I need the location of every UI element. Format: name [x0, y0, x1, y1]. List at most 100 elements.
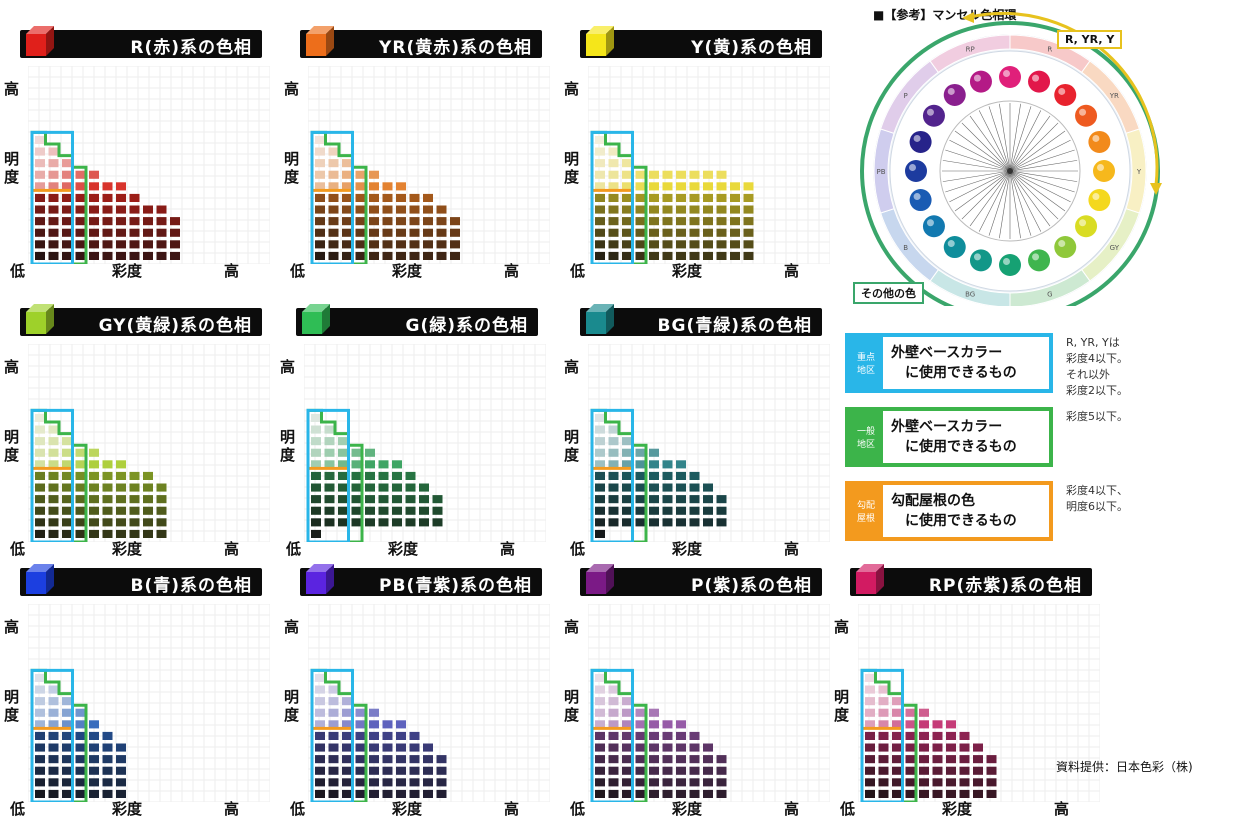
legend-text: 外壁ベースカラー に使用できるもの	[891, 345, 1017, 381]
color-chip	[89, 471, 99, 480]
color-chip	[662, 471, 673, 480]
color-chip	[369, 205, 379, 214]
hue-band-label: BG	[965, 291, 975, 299]
color-chip	[342, 228, 352, 237]
color-chip	[342, 170, 352, 179]
hue-ball	[1028, 70, 1051, 93]
hue-ball	[969, 249, 992, 272]
hue-spoke	[945, 149, 1011, 172]
color-chip	[35, 471, 45, 480]
color-chip	[622, 193, 632, 202]
color-chip	[865, 697, 875, 706]
hue-ball	[922, 215, 945, 238]
color-chip	[743, 205, 754, 214]
color-chip	[392, 506, 402, 515]
hue-spoke	[969, 115, 1011, 172]
color-chip	[409, 731, 420, 740]
color-chip	[608, 425, 619, 434]
color-chip	[311, 483, 321, 492]
color-chip	[143, 217, 153, 226]
color-chip	[129, 251, 140, 260]
color-chip	[382, 778, 393, 787]
axis-label-chroma-high: 高	[1054, 800, 1070, 818]
color-chip	[662, 483, 673, 492]
color-chip	[355, 193, 366, 202]
color-chip	[102, 506, 113, 515]
color-chip	[62, 708, 72, 717]
color-chip	[595, 460, 605, 469]
color-chip	[919, 789, 929, 798]
color-chip	[75, 755, 86, 764]
color-chip	[75, 471, 86, 480]
color-chip	[595, 766, 605, 775]
color-chip	[919, 766, 929, 775]
color-chip	[405, 483, 416, 492]
color-chip	[689, 731, 700, 740]
color-chip	[315, 731, 325, 740]
color-chip	[905, 708, 916, 717]
color-chip	[35, 743, 45, 752]
color-chip	[351, 506, 362, 515]
hue-ball	[999, 66, 1021, 88]
color-chip	[689, 228, 700, 237]
color-chip	[662, 182, 673, 191]
color-chip	[716, 217, 727, 226]
color-chip	[62, 755, 72, 764]
color-chip	[450, 217, 460, 226]
hue-ball	[909, 130, 932, 153]
color-chip	[423, 755, 433, 764]
color-chip	[635, 193, 646, 202]
axis-label-chroma-high: 高	[224, 540, 240, 558]
color-chip	[48, 159, 59, 168]
color-chip	[129, 205, 140, 214]
hue-ball	[969, 70, 992, 93]
outline-priority-district	[30, 130, 74, 264]
color-chip	[62, 460, 72, 469]
color-chip	[89, 506, 99, 515]
color-chip	[378, 518, 389, 527]
color-chip	[409, 205, 420, 214]
color-chip	[716, 518, 727, 527]
color-chip	[635, 448, 646, 457]
color-chip	[649, 518, 659, 527]
color-chip	[878, 755, 889, 764]
color-chip	[48, 437, 59, 446]
color-chip	[716, 778, 727, 787]
color-chip	[436, 228, 447, 237]
color-chip	[315, 240, 325, 249]
color-chip	[116, 240, 126, 249]
color-chip	[75, 217, 86, 226]
chart-panel-y: Y(黄)系の色相高明 度低彩度高	[560, 26, 830, 280]
color-chip	[48, 506, 59, 515]
outline-priority-district	[30, 408, 74, 542]
color-chip	[129, 518, 140, 527]
color-chip	[608, 193, 619, 202]
color-chip	[342, 182, 352, 191]
color-chip	[62, 518, 72, 527]
color-chip	[676, 251, 686, 260]
color-chip	[649, 743, 659, 752]
color-chip	[338, 437, 348, 446]
color-chip	[102, 217, 113, 226]
color-chip	[608, 437, 619, 446]
color-chip	[635, 460, 646, 469]
color-chip	[396, 251, 406, 260]
color-chip	[311, 518, 321, 527]
color-chip	[635, 743, 646, 752]
color-chip	[932, 789, 943, 798]
color-chip	[730, 205, 740, 214]
color-chip	[662, 755, 673, 764]
color-chip	[703, 495, 713, 504]
color-chip	[62, 205, 72, 214]
color-chip	[365, 471, 375, 480]
color-chip	[892, 755, 902, 764]
color-chip	[369, 193, 379, 202]
color-chip	[338, 518, 348, 527]
color-chip	[396, 766, 406, 775]
color-chip	[315, 685, 325, 694]
color-chip	[48, 731, 59, 740]
color-chip	[62, 483, 72, 492]
outline-priority-district	[590, 668, 634, 802]
color-chip	[355, 789, 366, 798]
color-chip	[48, 425, 59, 434]
